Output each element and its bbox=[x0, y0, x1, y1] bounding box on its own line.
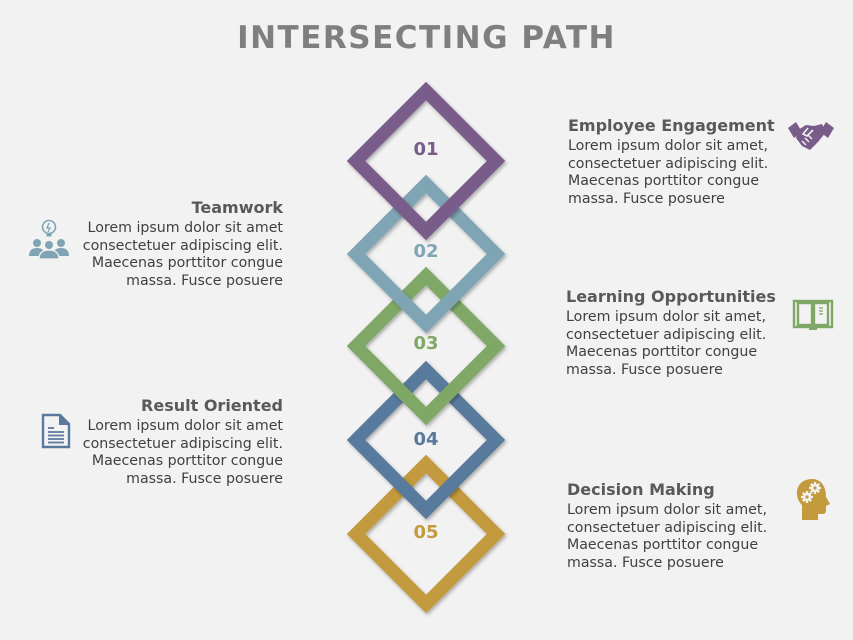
step-04-block: Result Oriented Lorem ipsum dolor sit am… bbox=[63, 396, 283, 488]
step-05-body: Lorem ipsum dolor sit amet, consectetuer… bbox=[567, 502, 768, 571]
step-number-05: 05 bbox=[413, 522, 439, 543]
open-book-icon bbox=[792, 299, 834, 330]
step-02-block: Teamwork Lorem ipsum dolor sit amet cons… bbox=[63, 198, 283, 290]
step-02-heading: Teamwork bbox=[191, 198, 283, 217]
step-01-body: Lorem ipsum dolor sit amet, consectetuer… bbox=[568, 138, 769, 207]
step-02-body: Lorem ipsum dolor sit amet consectetuer … bbox=[82, 220, 283, 289]
diamond-02 bbox=[346, 174, 506, 334]
step-number-04: 04 bbox=[413, 429, 439, 450]
diamond-05 bbox=[346, 454, 506, 614]
page-title: INTERSECTING PATH bbox=[237, 20, 616, 56]
step-number-01: 01 bbox=[413, 139, 439, 160]
step-03-block: Learning Opportunities Lorem ipsum dolor… bbox=[566, 287, 786, 379]
team-idea-icon bbox=[29, 219, 69, 260]
step-03-body: Lorem ipsum dolor sit amet, consectetuer… bbox=[566, 309, 767, 378]
diamond-03 bbox=[346, 266, 506, 426]
step-04-heading: Result Oriented bbox=[141, 396, 283, 415]
step-05-heading: Decision Making bbox=[567, 480, 715, 499]
diamond-04 bbox=[346, 360, 506, 520]
step-04-body: Lorem ipsum dolor sit amet consectetuer … bbox=[82, 418, 283, 487]
step-01-block: Employee Engagement Lorem ipsum dolor si… bbox=[568, 116, 788, 208]
step-number-03: 03 bbox=[413, 333, 439, 354]
document-icon bbox=[41, 413, 71, 449]
head-gears-icon bbox=[796, 479, 830, 520]
step-03-heading: Learning Opportunities bbox=[566, 287, 776, 306]
step-number-02: 02 bbox=[413, 241, 439, 262]
diamond-01 bbox=[346, 81, 506, 241]
step-05-block: Decision Making Lorem ipsum dolor sit am… bbox=[567, 480, 787, 572]
handshake-icon bbox=[788, 122, 834, 150]
step-01-heading: Employee Engagement bbox=[568, 116, 775, 135]
